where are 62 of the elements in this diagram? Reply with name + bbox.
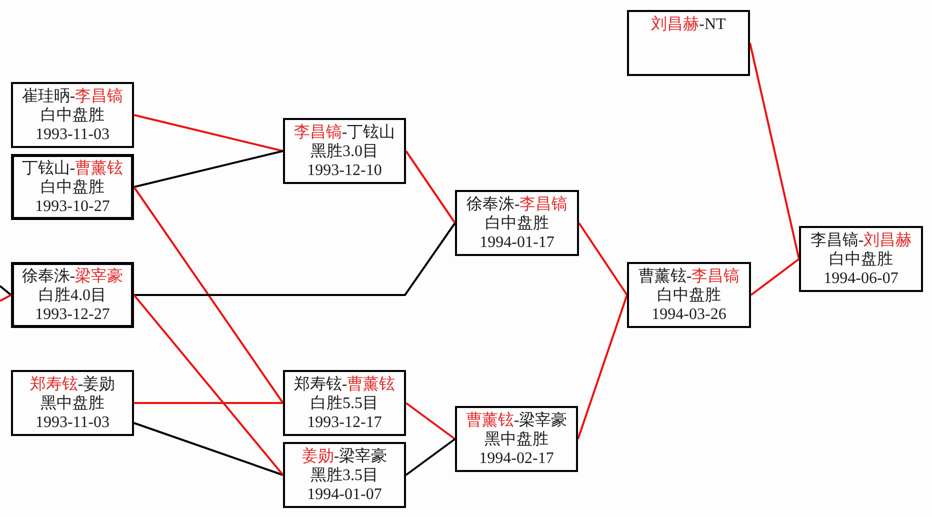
game-result: 黑中盘胜 — [40, 394, 104, 413]
game-date: 1993-12-10 — [307, 161, 382, 180]
game-result: 白中盘胜 — [485, 214, 549, 233]
game-result: 白中盘胜 — [657, 286, 721, 305]
match-box — [11, 82, 134, 148]
player-names: 崔珪昞-李昌镐 — [22, 87, 124, 106]
player-names: 李昌镐-丁铉山 — [294, 123, 396, 142]
bracket-line — [405, 438, 456, 476]
player-names: 姜勋-梁宰豪 — [302, 447, 388, 466]
match-box — [11, 370, 134, 436]
bracket-line — [577, 294, 628, 440]
match-box — [283, 370, 406, 436]
match-box — [11, 154, 134, 220]
game-date: 1993-11-03 — [35, 125, 110, 144]
match-box — [627, 262, 751, 328]
match-box — [283, 118, 406, 184]
game-date: 1994-03-26 — [652, 305, 726, 324]
player-names: 曹薰铉-梁宰豪 — [466, 411, 568, 430]
match-box — [799, 226, 923, 292]
match-box — [11, 262, 134, 328]
game-date: 1994-06-07 — [824, 269, 898, 288]
game-result: 黑中盘胜 — [484, 430, 548, 449]
match-box — [455, 190, 579, 256]
player-names: 郑寿铉-曹薰铉 — [294, 375, 396, 394]
game-date: 1994-01-07 — [307, 485, 382, 504]
game-result: 白中盘胜 — [829, 250, 893, 269]
player-names: 丁铉山-曹薰铉 — [22, 159, 124, 178]
game-result: 白中盘胜 — [40, 178, 104, 197]
bracket-line — [134, 150, 284, 188]
game-result: 白胜4.0目 — [38, 286, 106, 305]
bracket-line — [133, 186, 284, 404]
game-result: 黑胜3.0目 — [310, 142, 378, 161]
bracket-line — [749, 42, 800, 260]
bracket-line — [0, 294, 12, 302]
game-result: 白中盘胜 — [40, 106, 104, 125]
bracket-line — [0, 285, 12, 296]
player-names: 曹薰铉-李昌镐 — [638, 267, 740, 286]
bracket-line — [405, 402, 456, 440]
bracket-line — [134, 114, 284, 152]
player-names: 徐奉洙-李昌镐 — [466, 195, 568, 214]
player-names: 刘昌赫-NT — [651, 15, 726, 34]
bracket-line — [134, 402, 283, 404]
match-box — [455, 406, 578, 472]
bracket-line — [750, 258, 800, 296]
game-date: 1993-12-27 — [35, 305, 110, 324]
game-result: 黑胜3.5目 — [310, 466, 378, 485]
game-date: 1993-10-27 — [35, 197, 110, 216]
game-date: 1993-12-17 — [307, 413, 382, 432]
bracket-line — [133, 294, 284, 476]
player-names: 徐奉洙-梁宰豪 — [22, 267, 124, 286]
bracket-line — [134, 222, 456, 296]
bracket-line — [134, 422, 284, 476]
player-names: 李昌镐-刘昌赫 — [810, 231, 912, 250]
game-date: 1994-02-17 — [479, 449, 554, 468]
game-date: 1993-11-03 — [35, 413, 110, 432]
bracket-line — [578, 222, 628, 296]
match-box — [627, 10, 750, 76]
game-result: 白胜5.5目 — [310, 394, 378, 413]
player-names: 郑寿铉-姜勋 — [30, 375, 116, 394]
bracket-line — [405, 150, 456, 224]
game-date: 1994-01-17 — [480, 233, 554, 252]
match-box — [283, 442, 406, 508]
